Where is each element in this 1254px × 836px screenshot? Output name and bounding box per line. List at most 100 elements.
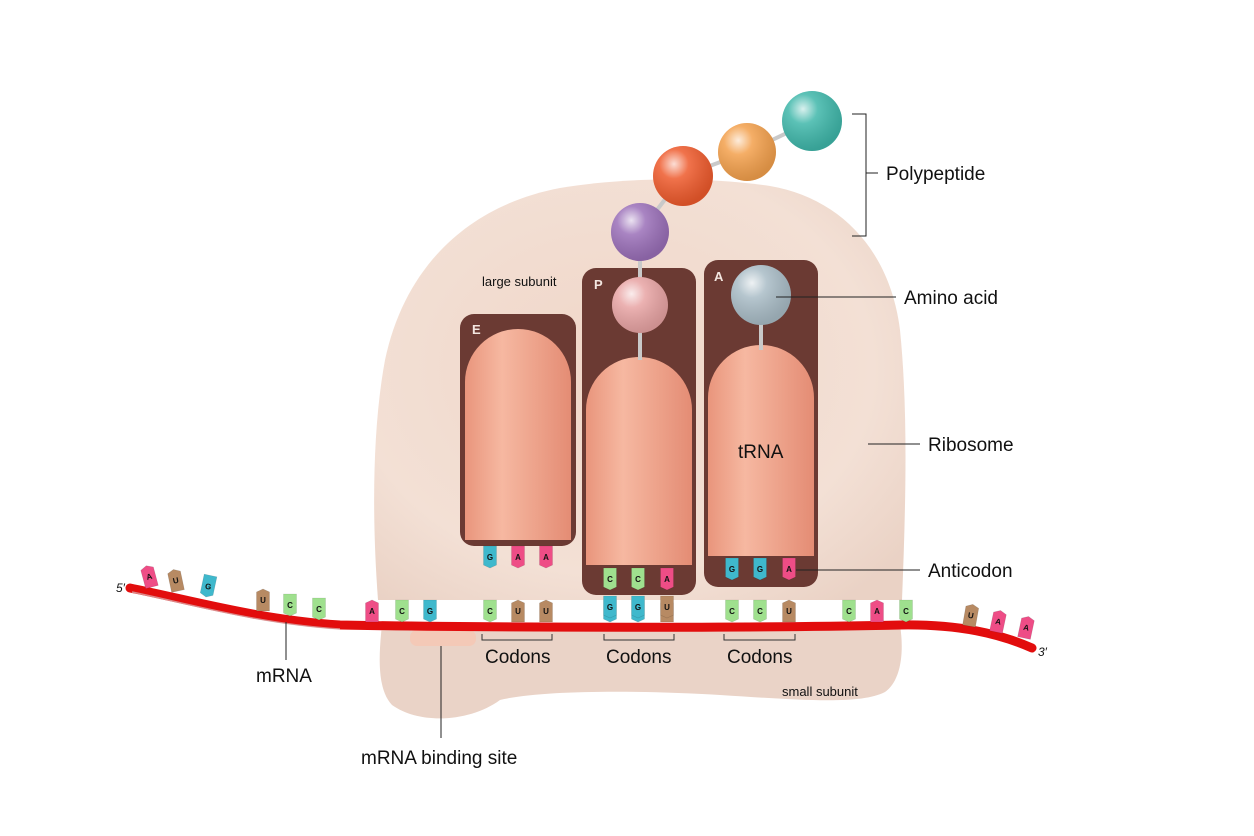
nucleotide-letter: C: [729, 607, 735, 616]
nucleotide-letter: G: [729, 565, 735, 574]
nucleotide: A: [511, 545, 525, 569]
nucleotide-letter: G: [607, 603, 613, 612]
nucleotide-letter: G: [427, 607, 433, 616]
nucleotide: C: [753, 599, 767, 623]
codons-label-a: Codons: [727, 647, 793, 668]
nucleotide: U: [511, 599, 525, 623]
nucleotide-letter: A: [1022, 623, 1030, 633]
polypeptide-chain: [611, 91, 842, 261]
nucleotide: U: [167, 569, 185, 593]
codons-label-e: Codons: [485, 647, 551, 668]
nucleotide-letter: C: [607, 575, 613, 584]
nucleotide-letter: A: [664, 575, 670, 584]
polypeptide-bracket: [852, 113, 878, 237]
amino-acid-bead: [718, 123, 776, 181]
nucleotide: A: [989, 610, 1007, 634]
nucleotide: C: [395, 599, 409, 623]
p-site-label: P: [594, 277, 603, 292]
nucleotide: U: [256, 588, 270, 612]
nucleotide: U: [660, 595, 674, 619]
five-prime-label: 5′: [116, 581, 126, 595]
nucleotide-letter: C: [287, 601, 293, 610]
nucleotide: C: [842, 599, 856, 623]
nucleotide-letter: A: [543, 553, 549, 562]
nucleotide: G: [753, 557, 767, 581]
nucleotide: A: [539, 545, 553, 569]
nucleotide: G: [603, 595, 617, 619]
a-site-label: A: [714, 269, 724, 284]
nucleotide-letter: U: [515, 607, 521, 616]
nucleotide: C: [312, 597, 326, 621]
a-site: A: [704, 260, 818, 587]
ribosome-small-subunit: [379, 625, 902, 719]
nucleotide: A: [365, 599, 379, 623]
p-site-trna: [586, 357, 692, 565]
mrna-label: mRNA: [256, 666, 312, 687]
nucleotide: A: [660, 567, 674, 591]
nucleotide-letter: U: [543, 607, 549, 616]
nucleotide: A: [140, 565, 159, 590]
amino-acid-bead: [782, 91, 842, 151]
trna-label: tRNA: [738, 442, 784, 463]
nucleotide: C: [283, 593, 297, 617]
nucleotide: A: [1017, 616, 1035, 640]
nucleotide-letter: C: [635, 575, 641, 584]
nucleotide-letter: A: [145, 572, 153, 582]
e-site: E: [460, 314, 576, 546]
nucleotide-letter: C: [846, 607, 852, 616]
nucleotide-letter: C: [316, 605, 322, 614]
mrna-strand: [125, 583, 1037, 653]
nucleotide-letter: G: [487, 553, 493, 562]
large-subunit-label: large subunit: [482, 274, 557, 289]
anticodon-label: Anticodon: [928, 561, 1013, 582]
nucleotide: C: [483, 599, 497, 623]
nucleotide: G: [423, 599, 437, 623]
p-site-amino-acid: [612, 277, 668, 333]
binding-site-label: mRNA binding site: [361, 748, 517, 769]
nucleotide: G: [631, 595, 645, 619]
codon-brackets: [481, 634, 796, 641]
nucleotide-letter: A: [515, 553, 521, 562]
nucleotide-letter: A: [874, 607, 880, 616]
three-prime-label: 3′: [1038, 645, 1048, 659]
a-site-amino-acid: [731, 265, 791, 325]
amino-acid-label: Amino acid: [904, 288, 998, 309]
nucleotide-letter: C: [399, 607, 405, 616]
mrna-binding-site: [410, 630, 476, 646]
nucleotide: C: [603, 567, 617, 591]
anticodon-nucleotides: G A A G G U G G A C C A: [483, 545, 796, 619]
mrna-nucleotides: A U G U C C A C G C U U G G U C C U C A C U A A: [140, 565, 1035, 640]
nucleotide-letter: A: [786, 565, 792, 574]
nucleotide-letter: C: [903, 607, 909, 616]
codons-label-p: Codons: [606, 647, 672, 668]
e-site-trna: [465, 329, 571, 540]
small-subunit-label: small subunit: [782, 684, 858, 699]
nucleotide: A: [870, 599, 884, 623]
polypeptide-label: Polypeptide: [886, 164, 985, 185]
p-site: P: [582, 268, 696, 595]
nucleotide: G: [199, 573, 218, 598]
nucleotide-letter: C: [757, 607, 763, 616]
nucleotide-letter: G: [757, 565, 763, 574]
ribosome-label: Ribosome: [928, 435, 1014, 456]
amino-acid-bead: [653, 146, 713, 206]
nucleotide-letter: U: [967, 611, 974, 621]
nucleotide: G: [725, 557, 739, 581]
nucleotide: C: [899, 599, 913, 623]
nucleotide: A: [782, 557, 796, 581]
nucleotide-letter: U: [664, 603, 670, 612]
nucleotide-letter: G: [204, 582, 212, 592]
e-site-label: E: [472, 322, 481, 337]
nucleotide: G: [483, 545, 497, 569]
nucleotide-letter: U: [260, 596, 266, 605]
nucleotide: U: [962, 604, 980, 628]
nucleotide: U: [782, 599, 796, 623]
nucleotide-letter: U: [172, 576, 180, 586]
a-site-trna: [708, 345, 814, 556]
nucleotide-letter: A: [994, 617, 1002, 627]
nucleotide-letter: A: [369, 607, 375, 616]
nucleotide: U: [539, 599, 553, 623]
nucleotide: C: [725, 599, 739, 623]
nucleotide-letter: C: [487, 607, 493, 616]
